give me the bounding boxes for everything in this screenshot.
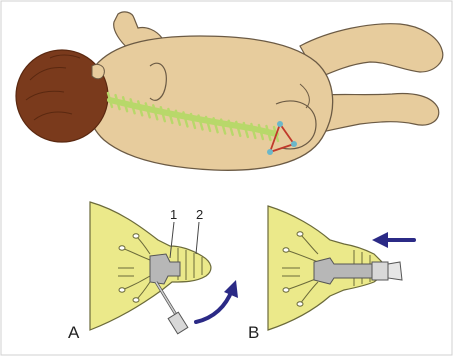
landmark-dot-right [291, 141, 297, 147]
panel-label-a: A [68, 323, 80, 342]
panel-a-node-1 [133, 234, 139, 238]
panel-b-node-4 [297, 302, 303, 306]
panel-b-node-1 [297, 232, 303, 236]
infant-head [16, 50, 108, 142]
panel-label-b: B [248, 323, 259, 342]
part-label-1: 1 [170, 207, 177, 222]
landmark-dot-top [277, 121, 283, 127]
panel-b-needle-hub [372, 262, 402, 280]
panel-a-node-4 [133, 298, 139, 302]
panel-b-node-3 [283, 288, 289, 292]
panel-a-node-3 [119, 288, 125, 292]
panel-a-node-2 [119, 246, 125, 250]
panel-b-node-2 [283, 248, 289, 252]
part-label-2: 2 [196, 207, 203, 222]
infant-ear [92, 64, 104, 78]
landmark-dot-left [267, 149, 273, 155]
